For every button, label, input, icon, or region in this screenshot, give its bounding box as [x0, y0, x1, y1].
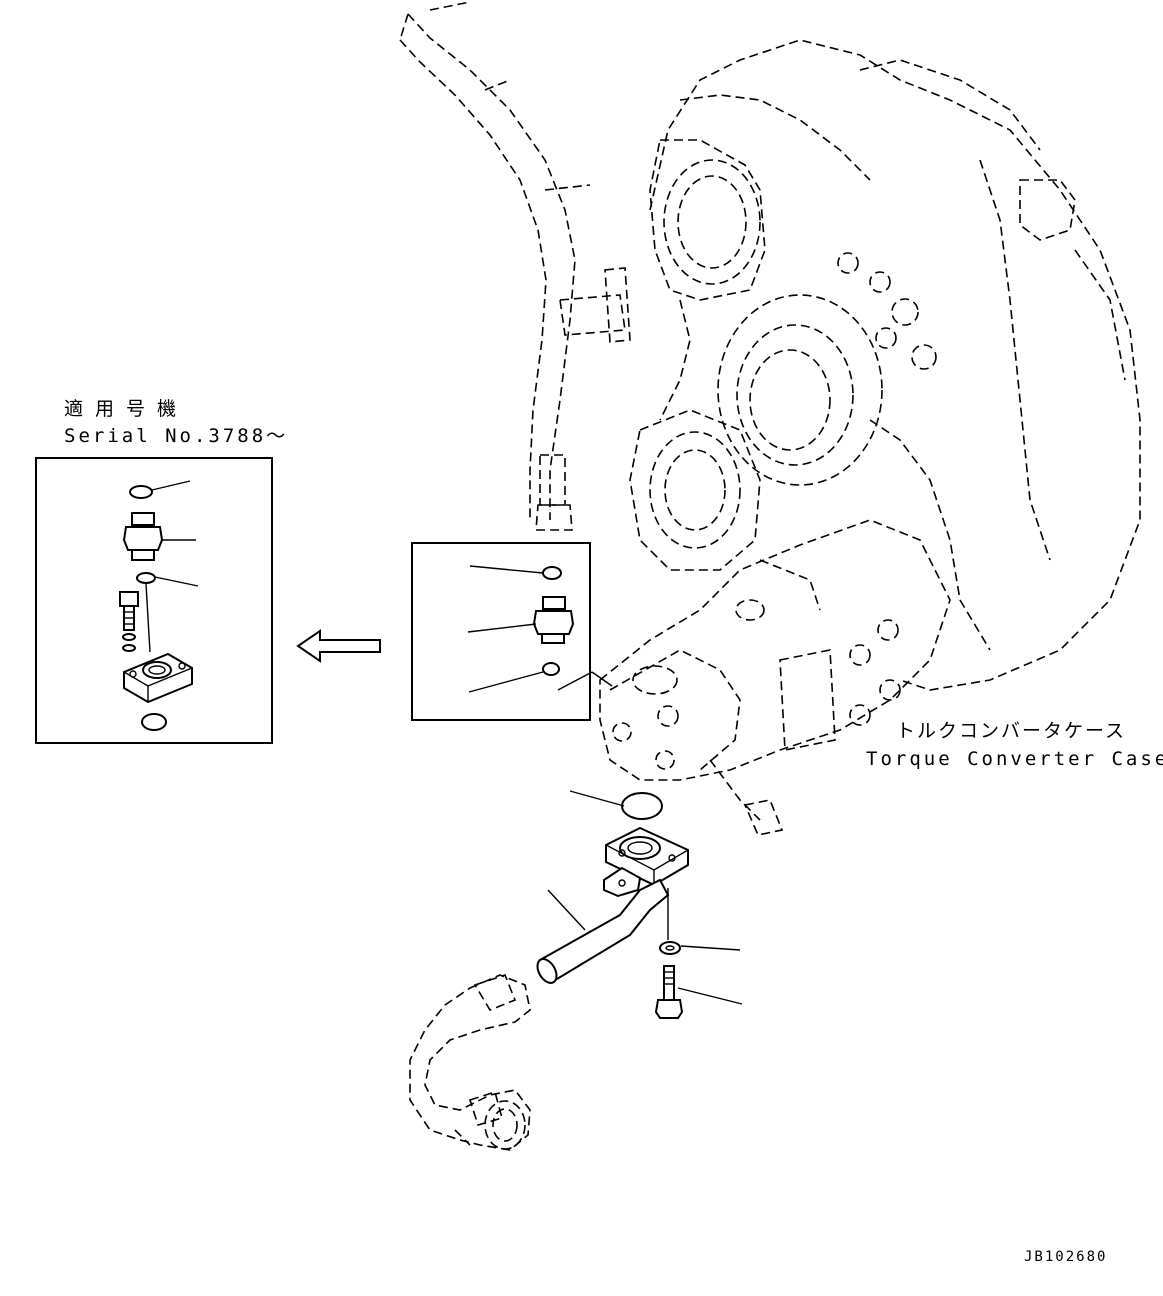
- inset-box: [35, 457, 273, 744]
- inset-o-ring-lower: [136, 572, 199, 587]
- detail-adapter-fitting: [467, 596, 575, 644]
- suction-tube: [536, 878, 670, 984]
- inset-leader-line: [145, 583, 151, 653]
- detail-o-ring-top: [469, 565, 562, 580]
- inset-flange: [123, 652, 193, 704]
- inset-o-ring-bottom: [141, 713, 167, 731]
- inset-o-ring-top: [129, 480, 191, 499]
- suction-tube-flange: [603, 826, 689, 898]
- upper-hose-outline: [399, 1, 631, 531]
- hydraulic-pump-outline: [599, 519, 951, 836]
- torque-converter-case-outline: [629, 39, 1141, 691]
- inset-bolt: [119, 591, 139, 652]
- inset-serial-label: Serial No.3788～: [64, 425, 289, 447]
- o-ring-large: [569, 790, 663, 820]
- washer: [659, 941, 741, 955]
- arrow-to-inset-icon: [296, 629, 381, 663]
- torque-converter-case-label-jp: トルクコンバータケース: [896, 720, 1127, 742]
- flange-bolt: [654, 965, 743, 1019]
- detail-o-ring-bottom: [468, 662, 560, 693]
- suction-hose-outline: [409, 974, 531, 1151]
- inset-applicability-label: 適用号機: [64, 398, 189, 420]
- torque-converter-case-label-en: Torque Converter Case: [866, 748, 1163, 770]
- detail-box: [411, 542, 591, 721]
- inset-adapter-fitting: [122, 512, 196, 561]
- drawing-number: JB102680: [1024, 1249, 1108, 1265]
